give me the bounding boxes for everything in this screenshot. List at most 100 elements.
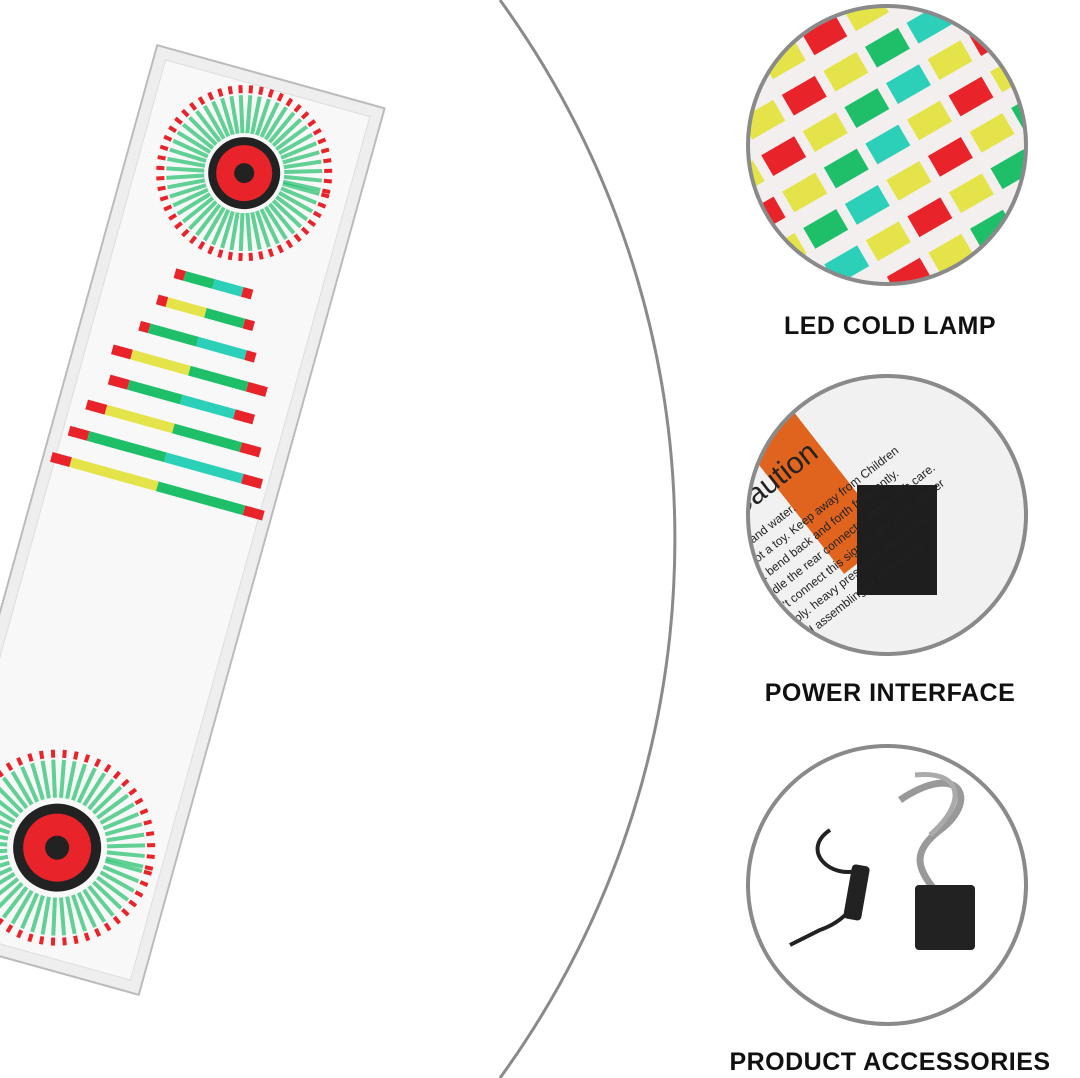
ring-segment xyxy=(0,877,20,904)
ring-segment xyxy=(227,85,240,134)
ring-segment xyxy=(0,860,11,877)
ring-segment xyxy=(27,753,45,801)
eq-bar xyxy=(196,336,247,360)
eq-bar xyxy=(173,268,186,281)
eq-bar xyxy=(172,423,243,452)
ring-segment xyxy=(5,762,34,806)
ring-segment xyxy=(0,809,13,829)
ring-segment xyxy=(99,870,144,898)
led-segment xyxy=(782,172,828,213)
eq-bar xyxy=(164,452,244,484)
ring-segment xyxy=(50,749,57,798)
ring-segment xyxy=(255,210,275,258)
ring-segment xyxy=(259,92,284,138)
ring-segment xyxy=(259,208,284,254)
ring-segment xyxy=(76,758,102,804)
led-segment xyxy=(885,64,931,105)
ring-segment xyxy=(102,864,149,887)
led-segment xyxy=(803,208,849,249)
ring-segment xyxy=(271,111,310,148)
ring-segment xyxy=(65,751,79,800)
led-segment xyxy=(844,184,890,225)
led-segment xyxy=(699,124,744,164)
ring-segment xyxy=(59,749,67,798)
ring-segment xyxy=(106,850,155,860)
feature-label-power-interface: POWER INTERFACE xyxy=(764,679,1016,707)
led-segment xyxy=(928,233,974,274)
ring-segment xyxy=(159,183,207,202)
eq-bar xyxy=(233,409,256,425)
ring-segment xyxy=(238,85,245,134)
ring-segment xyxy=(16,756,40,803)
eq-bar xyxy=(69,457,159,492)
led-segment xyxy=(678,87,723,127)
ring-segment xyxy=(92,880,130,917)
eq-bar xyxy=(204,308,246,329)
speaker-top xyxy=(208,137,281,210)
ring-segment xyxy=(96,875,138,908)
led-segment xyxy=(749,160,765,201)
led-segment xyxy=(782,269,828,283)
ring-segment xyxy=(71,894,91,942)
ring-segment xyxy=(50,897,57,946)
ring-segment xyxy=(245,212,254,261)
ring-segment xyxy=(238,212,245,262)
led-segment xyxy=(865,124,911,165)
eq-bar xyxy=(239,442,262,458)
eq-bar xyxy=(245,381,268,397)
ring-segment xyxy=(27,895,45,943)
eq-bar xyxy=(110,344,133,360)
eq-bar xyxy=(67,425,90,441)
eq-bar xyxy=(165,297,207,318)
feature-label-product-accessories: PRODUCT ACCESSORIES xyxy=(729,1048,1051,1076)
ring-segment xyxy=(157,155,206,168)
led-segment xyxy=(886,160,932,201)
ring-segment xyxy=(102,808,149,831)
eq-bar xyxy=(242,318,255,331)
ring-segment xyxy=(0,819,11,835)
ring-segment xyxy=(282,179,331,195)
ring-segment xyxy=(71,754,91,801)
led-segment xyxy=(927,136,973,177)
ring-segment xyxy=(163,134,209,159)
ring-segment xyxy=(268,103,302,144)
ring-segment xyxy=(59,897,67,946)
ring-segment xyxy=(0,783,24,814)
ring-segment xyxy=(5,889,34,934)
eq-bar xyxy=(188,365,249,392)
eq-bar xyxy=(156,481,246,516)
led-segment xyxy=(761,136,807,177)
led-segment xyxy=(886,257,932,283)
ring-segment xyxy=(217,210,235,259)
ring-segment xyxy=(255,89,275,136)
ring-segment xyxy=(278,191,322,219)
ring-segment xyxy=(189,203,222,245)
ring-segment xyxy=(92,778,130,815)
led-segment xyxy=(906,100,952,141)
ring-segment xyxy=(105,856,154,871)
ring-segment xyxy=(0,768,29,810)
led-segment xyxy=(948,173,994,214)
led-segment xyxy=(907,197,953,238)
led-segment xyxy=(802,15,848,56)
ring-segment xyxy=(168,125,212,154)
eq-bar xyxy=(127,380,183,405)
led-segment xyxy=(1032,125,1077,165)
ring-segment xyxy=(157,178,206,192)
led-closeup-image xyxy=(678,4,1077,286)
ring-segment xyxy=(197,96,226,140)
eq-bar xyxy=(107,374,130,390)
feature-label-led-cold-lamp: LED COLD LAMP xyxy=(783,312,997,340)
ring-segment xyxy=(0,799,16,824)
ring-segment xyxy=(282,147,330,165)
ring-segment xyxy=(0,866,13,886)
ring-segment xyxy=(82,763,112,807)
ring-segment xyxy=(227,212,240,261)
ring-segment xyxy=(284,168,333,175)
led-segment xyxy=(864,27,910,68)
ring-segment xyxy=(156,173,205,181)
ring-segment xyxy=(280,186,327,209)
ring-segment xyxy=(87,770,122,811)
eq-bar xyxy=(50,452,72,468)
